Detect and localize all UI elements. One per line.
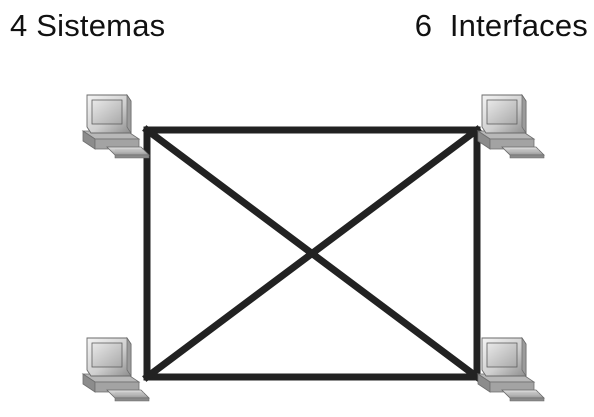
systems-count-label: 4 Sistemas bbox=[10, 8, 166, 43]
computer-top-left-icon bbox=[82, 94, 150, 159]
links bbox=[142, 125, 482, 382]
link-diagonal-up bbox=[142, 125, 482, 382]
computer-bottom-right-icon bbox=[477, 337, 545, 402]
computer-top-right-icon bbox=[477, 94, 545, 159]
computer-bottom-left-icon bbox=[82, 337, 150, 402]
interfaces-count-label: 6 Interfaces bbox=[414, 8, 588, 43]
